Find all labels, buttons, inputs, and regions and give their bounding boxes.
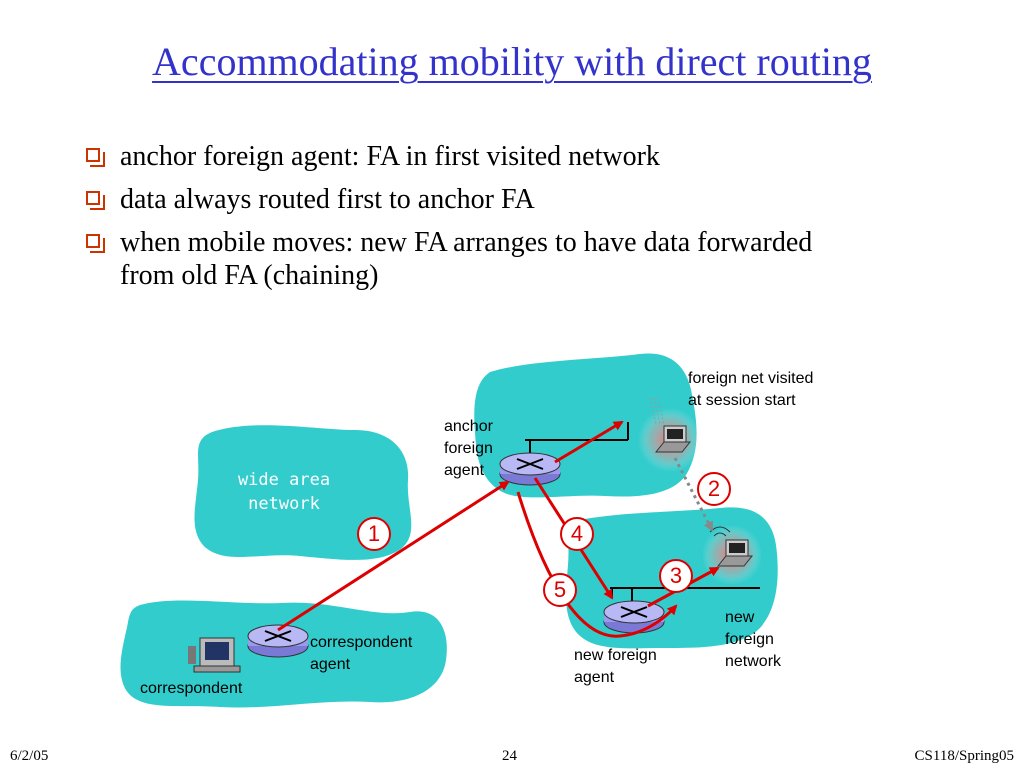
bullet-item: anchor foreign agent: FA in first visite… (84, 140, 844, 173)
step-5-badge: 5 (543, 573, 577, 607)
correspondent-agent-label-line: agent (310, 656, 351, 673)
correspondent-label: correspondent (140, 678, 242, 700)
correspondent-agent-label: correspondent agent (310, 632, 412, 676)
anchor-fa-label: anchor foreign agent (444, 416, 493, 482)
correspondent-agent-label-line: correspondent (310, 634, 413, 651)
anchor-fa-label-line: agent (444, 462, 485, 479)
path-anchor-to-mobile (554, 420, 624, 464)
mobile-laptop-old-icon (638, 397, 702, 472)
new-fa-label-line: agent (574, 669, 615, 686)
wan-label-line: wide area (237, 470, 331, 490)
wan-label-line: network (248, 494, 320, 514)
new-net-label-line: foreign (725, 631, 774, 648)
new-fa-label-line: new foreign (574, 647, 657, 664)
bullet-text: anchor foreign agent: FA in first visite… (120, 141, 660, 172)
bullet-item: when mobile moves: new FA arranges to ha… (84, 226, 844, 292)
step-1-badge: 1 (357, 517, 391, 551)
anchor-fa-label-line: foreign (444, 440, 493, 457)
new-foreign-agent-router-icon (603, 600, 665, 634)
bullet-text: when mobile moves: new FA arranges to ha… (120, 227, 813, 291)
step-3-badge: 3 (659, 559, 693, 593)
checkbox-bullet-icon (86, 191, 105, 210)
checkbox-bullet-icon (86, 148, 105, 167)
path-chaining-forward (516, 491, 678, 638)
step-2-badge: 2 (697, 472, 731, 506)
correspondent-label-text: correspondent (140, 680, 243, 697)
checkbox-bullet-icon (86, 234, 105, 253)
wide-area-network-cloud (194, 425, 412, 560)
new-foreign-agent-label: new foreign agent (574, 645, 657, 689)
foreign-net-label-line: foreign net visited (688, 370, 814, 387)
correspondent-computer-icon (188, 637, 241, 673)
footer-page-number: 24 (502, 748, 517, 764)
correspondent-agent-router-icon (247, 624, 309, 658)
wide-area-network-label: wide area network (228, 468, 340, 516)
anchor-fa-label-line: anchor (444, 418, 493, 435)
bullet-list: anchor foreign agent: FA in first visite… (84, 140, 844, 302)
path-correspondent-to-anchor (277, 480, 510, 632)
anchor-foreign-agent-router-icon (499, 452, 561, 486)
footer-course: CS118/Spring05 (914, 748, 1014, 764)
slide-title: Accommodating mobility with direct routi… (152, 39, 872, 84)
new-foreign-network-label: new foreign network (725, 607, 781, 673)
foreign-net-label-line: at session start (688, 392, 796, 409)
bullet-text: data always routed first to anchor FA (120, 184, 535, 215)
foreign-net-label: foreign net visited at session start (688, 368, 813, 412)
footer-date: 6/2/05 (10, 748, 49, 764)
step-4-badge: 4 (560, 517, 594, 551)
new-net-label-line: network (725, 653, 782, 670)
new-net-label-line: new (725, 609, 755, 626)
bullet-item: data always routed first to anchor FA (84, 183, 844, 216)
mobile-laptop-new-icon (702, 525, 762, 585)
